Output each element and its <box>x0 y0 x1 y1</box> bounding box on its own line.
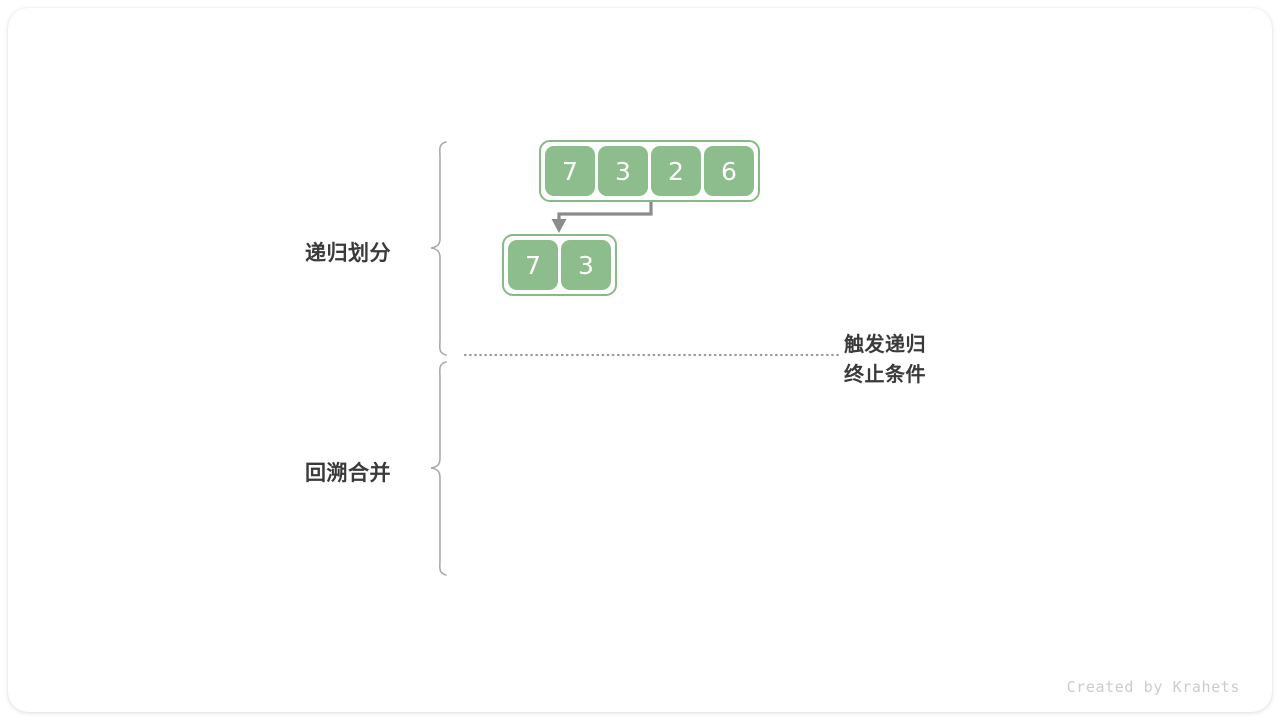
array-cell: 3 <box>598 146 648 196</box>
left-subarray: 7 3 <box>502 234 617 296</box>
root-array: 7 3 2 6 <box>539 140 760 202</box>
merge-brace <box>430 361 447 576</box>
recursion-base-annotation: 触发递归 终止条件 <box>844 330 926 390</box>
stage-label-merge: 回溯合并 <box>305 462 391 485</box>
split-arrow-shaft <box>557 201 653 221</box>
array-cell: 7 <box>508 240 558 290</box>
stage-label-divide: 递归划分 <box>305 242 391 265</box>
array-cell: 2 <box>651 146 701 196</box>
recursion-base-annotation-line1: 触发递归 <box>844 334 926 356</box>
divide-brace <box>430 141 447 356</box>
figure-card <box>8 8 1272 712</box>
credit-text: Created by Krahets <box>1066 678 1240 696</box>
recursion-base-annotation-line2: 终止条件 <box>844 364 926 386</box>
array-cell: 7 <box>545 146 595 196</box>
array-cell: 6 <box>704 146 754 196</box>
split-arrow-head <box>551 219 567 233</box>
array-cell: 3 <box>561 240 611 290</box>
